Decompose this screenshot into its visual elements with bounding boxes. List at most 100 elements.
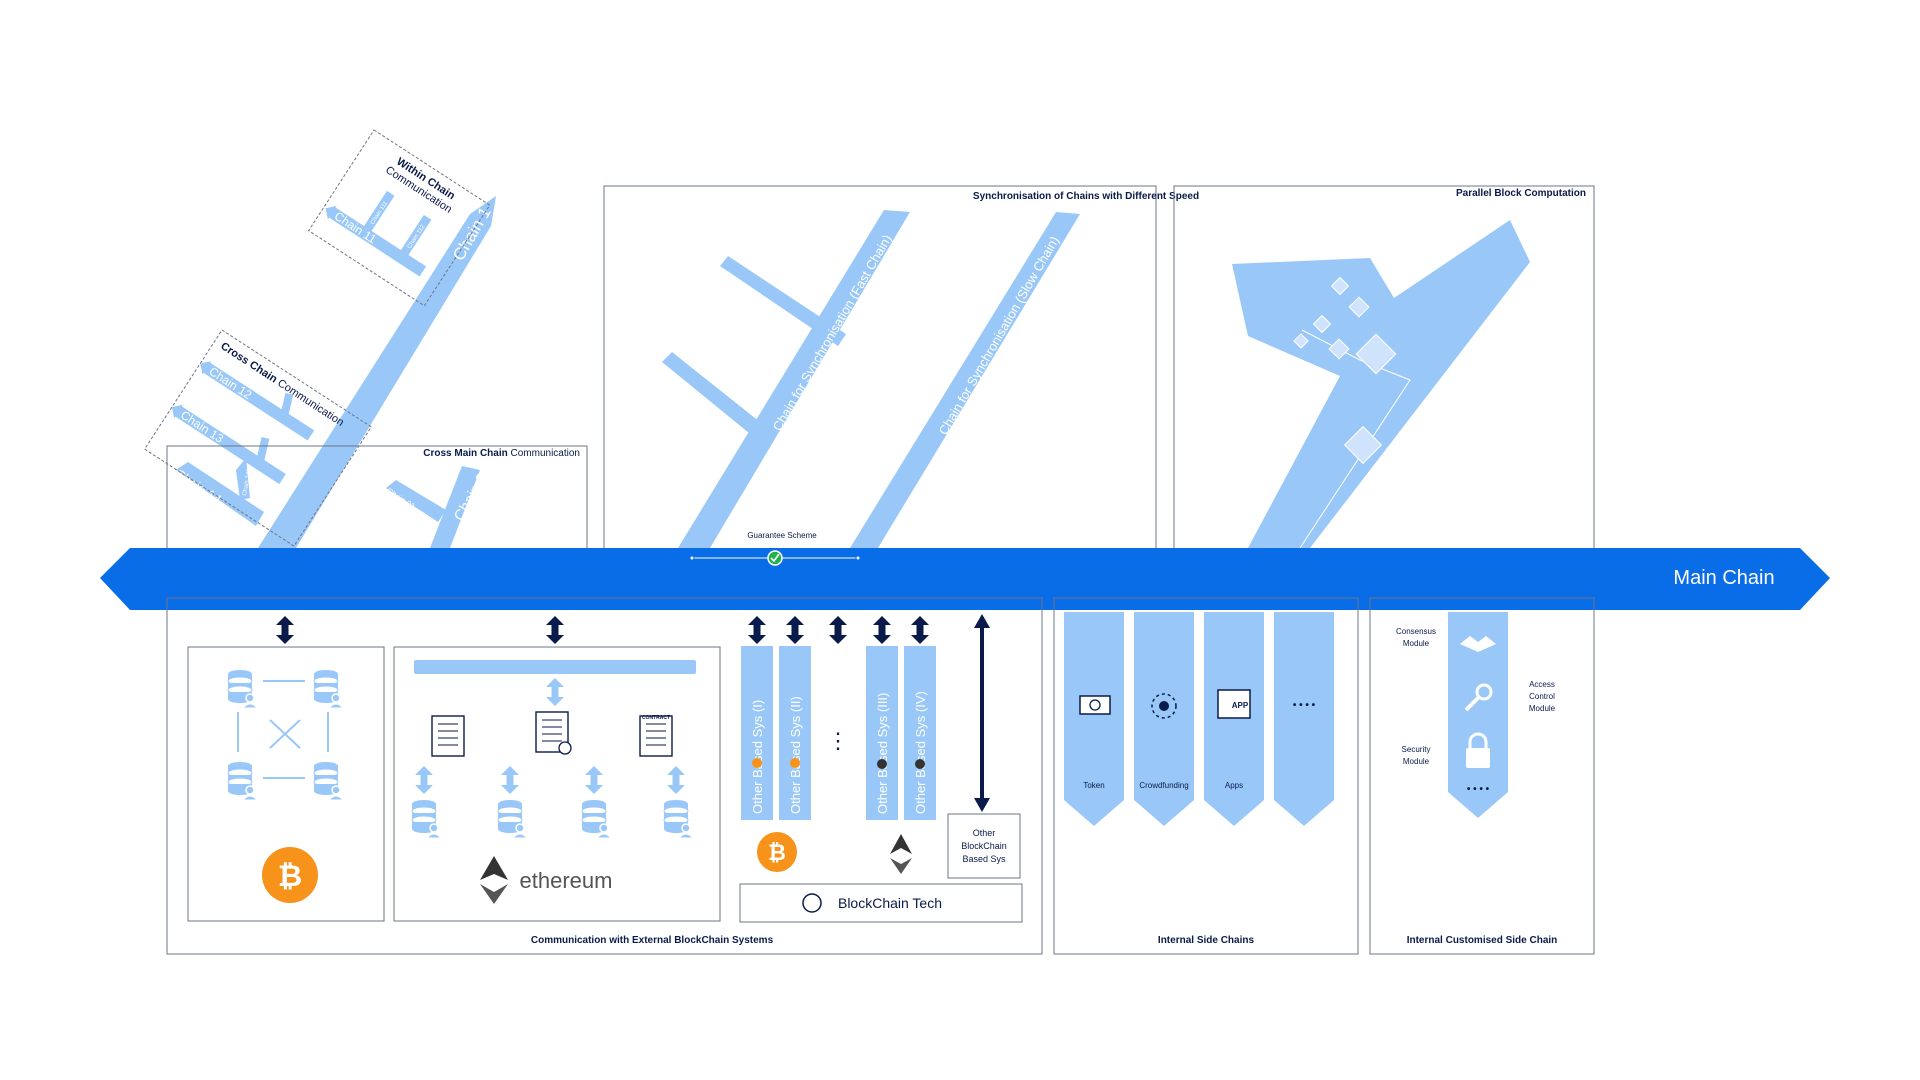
ethereum-node-arrow-4 (667, 766, 685, 794)
ethereum-bus-arrow (546, 678, 564, 706)
fast-chain-trunk (678, 210, 910, 548)
chain-131-sub (255, 437, 270, 465)
internal-side-chains-frame (1053, 597, 1359, 955)
chain-111-sub (362, 190, 395, 233)
guarantee-dot-left (689, 555, 695, 561)
blockchain-tech-box (739, 883, 1023, 923)
chain-141-sub (236, 458, 250, 500)
chain-12-label: Chain 12 (206, 364, 254, 402)
btc-group-logo-symbol: ₿ (768, 840, 786, 865)
slow-chain-label: Chain for Synchronisation (Slow Chain) (936, 234, 1062, 438)
parallel-title: Parallel Block Computation (1456, 188, 1586, 199)
fast-chain-label: Chain for Synchronisation (Fast Chain) (770, 232, 895, 433)
custom-chain-dots: • • • • (1467, 784, 1490, 795)
internal-chain-dots: • • • • (1293, 700, 1316, 711)
crowdfunding-network-icon (1151, 693, 1177, 719)
custom-side-chain-title: Internal Customised Side Chain (1407, 935, 1558, 946)
other-sys-arrow-2 (786, 616, 804, 644)
internal-chain-2 (1134, 612, 1194, 826)
guarantee-dot-right (855, 555, 861, 561)
other-sys-arrow-1 (748, 616, 766, 644)
chain-13-head (171, 404, 183, 419)
internal-chain-label-2: Crowdfunding (1139, 781, 1188, 790)
fast-chain-branch-2 (662, 352, 770, 442)
access-label-1: Access (1529, 680, 1555, 689)
ethereum-node-3-icon (581, 799, 612, 839)
ethereum-node-4-icon (663, 799, 694, 839)
guarantee-check-icon (767, 550, 783, 566)
contract-tag-label: CONTRACT (642, 715, 670, 721)
crowdfunding-center-icon (1159, 701, 1169, 711)
blockchain-tech-icon (802, 893, 822, 913)
ethereum-node-2-icon (497, 799, 528, 839)
btc-group-logo-icon (757, 832, 797, 872)
other-sys-dots: ⋮ (827, 728, 849, 753)
ethereum-logo-icon-lower (480, 884, 508, 904)
contract-check-badge (558, 741, 572, 755)
apps-window-icon (1217, 689, 1251, 719)
parallel-block-4 (1328, 338, 1350, 360)
external-frame (166, 597, 1043, 955)
other-blockchain-box (947, 813, 1021, 879)
chain-21-branch (386, 480, 446, 522)
other-sys-bar-3 (866, 646, 898, 820)
other-blockchain-text-3: Based Sys (962, 854, 1006, 864)
chain-12-bar (201, 361, 315, 441)
internal-chain-1 (1064, 612, 1124, 826)
internal-chain-label-1: Token (1083, 781, 1104, 790)
eth-mini-icon (915, 759, 925, 769)
external-title: Communication with External BlockChain S… (531, 935, 774, 946)
main-chain-label: Main Chain (1673, 567, 1774, 589)
chain-14-branch (176, 462, 264, 526)
other-sys-bar-4 (904, 646, 936, 820)
bitcoin-logo-symbol: ₿ (278, 860, 302, 893)
internal-chain-4 (1274, 612, 1334, 826)
parallel-block-7 (1343, 425, 1383, 465)
chain-121-sub (279, 392, 294, 421)
ethereum-node-arrow-2 (501, 766, 519, 794)
bitcoin-node-1-icon (227, 669, 258, 709)
btc-mini-icon (752, 758, 762, 768)
chain-13-bar (173, 405, 286, 485)
bitcoin-net-box (187, 646, 385, 922)
other-sys-bar-1 (741, 646, 773, 820)
slow-chain-trunk (850, 212, 1080, 548)
eth-group-logo-icon-lower (890, 858, 912, 874)
other-sys-arrow-3 (873, 616, 891, 644)
internal-chain-3 (1204, 612, 1264, 826)
chain-13-label: Chain 13 (178, 408, 226, 446)
ethereum-logo-icon (480, 856, 508, 880)
parallel-block-5 (1293, 333, 1309, 349)
other-sys-label-2: Other Based Sys (II) (788, 696, 803, 814)
chain-2-branch (430, 466, 480, 548)
custom-side-chain-frame (1369, 597, 1595, 955)
bitcoin-node-2-icon (313, 669, 344, 709)
guarantee-label: Guarantee Scheme (747, 531, 817, 540)
other-sys-arrow-4 (911, 616, 929, 644)
lock-icon (1466, 748, 1490, 768)
chain-12-head (200, 361, 212, 375)
fast-chain-branch-1 (720, 256, 846, 346)
guarantee-check-mark (770, 553, 780, 563)
within-chain-frame (307, 129, 491, 307)
other-sys-label-3: Other Based Sys (III) (875, 693, 890, 814)
bitcoin-link-arrow (276, 616, 294, 644)
ethereum-link-arrow (546, 616, 564, 644)
custom-chain-bar (1448, 612, 1508, 818)
sync-title: Synchronisation of Chains with Different… (973, 191, 1199, 202)
bitcoin-logo-icon (262, 847, 318, 903)
chain-11-head (325, 205, 337, 220)
ethereum-node-arrow-3 (585, 766, 603, 794)
other-blockchain-text-1: Other (973, 828, 996, 838)
token-coin-icon (1089, 699, 1101, 711)
eth-group-logo-icon (890, 834, 912, 854)
handshake-icon (1460, 636, 1496, 652)
chain-1-trunk (210, 196, 496, 548)
ethereum-node-1-icon (411, 799, 442, 839)
parallel-block-6 (1355, 333, 1397, 375)
eth-mini-icon (877, 759, 887, 769)
blockchain-tech-label: BlockChain Tech (838, 895, 942, 911)
chain-112-sub (399, 214, 432, 257)
chain-11-bar (327, 206, 427, 277)
